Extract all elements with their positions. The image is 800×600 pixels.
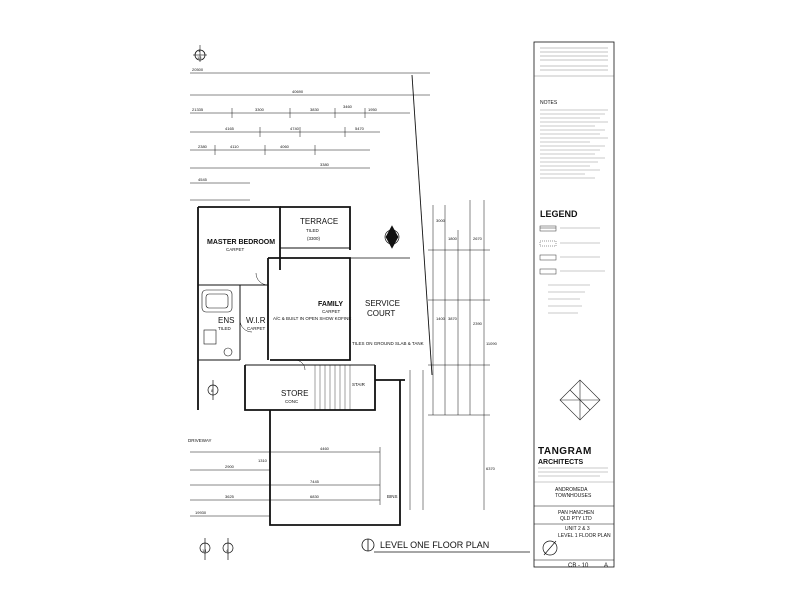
top-dimensions bbox=[190, 72, 430, 201]
room-label-ens: ENS bbox=[218, 316, 234, 325]
dimension-texts: 20500 40690 21335 3300 3830 3460 1950 41… bbox=[192, 67, 498, 515]
room-label-wir: W.I.R bbox=[246, 316, 266, 325]
firm-name-2: ARCHITECTS bbox=[538, 459, 583, 466]
level-title-circle-icon bbox=[361, 538, 530, 553]
room-label-driveway: DRIVEWAY bbox=[188, 438, 212, 443]
legend-swatches bbox=[539, 225, 605, 314]
dim-top-12: 4060 bbox=[280, 144, 290, 149]
room-code-terrace: (3300) bbox=[307, 236, 321, 241]
right-dimensions bbox=[409, 200, 490, 510]
room-sub-wir: CARPET bbox=[247, 326, 266, 331]
dim-right-4: 3870 bbox=[448, 316, 458, 321]
client-name: PAN HANCHEN bbox=[558, 510, 594, 516]
north-arrow-icon bbox=[542, 540, 558, 556]
room-label-stair: STAIR bbox=[352, 382, 366, 387]
room-sub-terrace: TILED bbox=[306, 228, 320, 233]
dim-right-6: 11090 bbox=[486, 341, 498, 346]
grid-marker-text-4: 8 bbox=[211, 388, 214, 393]
room-label-service-2: COURT bbox=[367, 309, 395, 318]
section-marker-icon bbox=[384, 225, 400, 249]
room-label-family: FAMILY bbox=[318, 301, 343, 308]
room-sub-master-bedroom: CARPET bbox=[226, 247, 245, 252]
grid-marker-text-1: 13 bbox=[197, 55, 202, 60]
client-sub: QLD PTY LTD bbox=[560, 516, 592, 522]
dim-top-10: 2380 bbox=[198, 144, 208, 149]
unit-label: UNIT 2 & 3 bbox=[565, 526, 590, 532]
project-name-1: ANDROMEDA bbox=[555, 487, 588, 493]
dim-top-14: 4545 bbox=[198, 177, 208, 182]
room-sub-ens: TILED bbox=[218, 326, 232, 331]
room-note-family: A/C & BUILT IN OPEN SHOW KOFINE bbox=[273, 316, 351, 321]
tangram-logo-icon bbox=[559, 379, 601, 421]
floor-plan-drawing bbox=[190, 45, 530, 560]
dim-bottom-6: 1310 bbox=[258, 458, 268, 463]
firm-name-1: TANGRAM bbox=[538, 446, 592, 457]
title-block: NOTES LEGEND bbox=[533, 41, 615, 569]
dim-right-1: 1800 bbox=[448, 236, 458, 241]
grid-marker-left bbox=[207, 380, 219, 400]
notes-heading: NOTES bbox=[540, 100, 558, 106]
dim-top-4: 3830 bbox=[310, 107, 320, 112]
dim-bottom-1: 3625 bbox=[225, 494, 235, 499]
dim-right-5: 2390 bbox=[473, 321, 483, 326]
dim-top-5: 3460 bbox=[343, 104, 353, 109]
dim-bottom-2: 4460 bbox=[320, 446, 330, 451]
dim-right-0: 3000 bbox=[436, 218, 446, 223]
bath-fixture bbox=[201, 289, 233, 357]
stair-treads bbox=[314, 365, 351, 410]
room-label-store: STORE bbox=[281, 389, 308, 398]
project-name-2: TOWNHOUSES bbox=[555, 493, 592, 499]
room-sub-store: CONC bbox=[285, 399, 299, 404]
site-boundary bbox=[411, 74, 433, 376]
dim-top-7: 4165 bbox=[225, 126, 235, 131]
dim-bottom-0: 2900 bbox=[225, 464, 235, 469]
dim-bottom-3: 7445 bbox=[310, 479, 320, 484]
room-label-terrace: TERRACE bbox=[300, 217, 338, 226]
dim-right-7: 6370 bbox=[486, 466, 496, 471]
sheet-number: CB - 10 bbox=[568, 563, 589, 569]
dim-top-3: 3300 bbox=[255, 107, 265, 112]
grid-marker-text-0: 1 bbox=[198, 48, 201, 53]
room-labels: MASTER BEDROOM CARPET TERRACE TILED (330… bbox=[188, 217, 424, 499]
dim-top-8: 4740 bbox=[290, 126, 300, 131]
dim-top-6: 1950 bbox=[368, 107, 378, 112]
dim-bottom-4: 6830 bbox=[310, 494, 320, 499]
dim-top-2: 21335 bbox=[192, 107, 204, 112]
room-label-bins: BINS bbox=[387, 494, 398, 499]
room-sub-family: CARPET bbox=[322, 309, 341, 314]
drawing-name: LEVEL 1 FLOOR PLAN bbox=[558, 533, 611, 539]
dim-bottom-5: 19930 bbox=[195, 510, 207, 515]
dim-top-0: 20500 bbox=[192, 67, 204, 72]
door-swings bbox=[239, 272, 306, 371]
bottom-dimensions bbox=[190, 447, 381, 517]
dim-right-2: 2670 bbox=[473, 236, 483, 241]
section-marker-text: 14 bbox=[389, 236, 394, 241]
dim-top-9: 5470 bbox=[355, 126, 365, 131]
grid-marker-labels: 1 13 14 4 8 14 bbox=[197, 48, 394, 553]
dim-top-13: 3380 bbox=[320, 162, 330, 167]
grid-marker-text-2: 14 bbox=[202, 548, 207, 553]
dim-top-1: 40690 bbox=[292, 89, 304, 94]
grid-marker-top bbox=[193, 45, 207, 62]
dim-right-3: 1400 bbox=[436, 316, 446, 321]
room-label-service-1: SERVICE bbox=[365, 299, 400, 308]
legend-heading: LEGEND bbox=[540, 209, 578, 219]
grid-marker-text-3: 4 bbox=[226, 548, 229, 553]
dim-top-11: 4110 bbox=[230, 144, 239, 149]
level-title: LEVEL ONE FLOOR PLAN bbox=[380, 540, 489, 550]
room-label-master-bedroom: MASTER BEDROOM bbox=[207, 239, 275, 246]
room-note-service: TILES ON GROUND SLAB & TANK bbox=[352, 341, 424, 346]
grid-markers-bottom bbox=[199, 538, 234, 560]
revision: A bbox=[604, 563, 608, 569]
